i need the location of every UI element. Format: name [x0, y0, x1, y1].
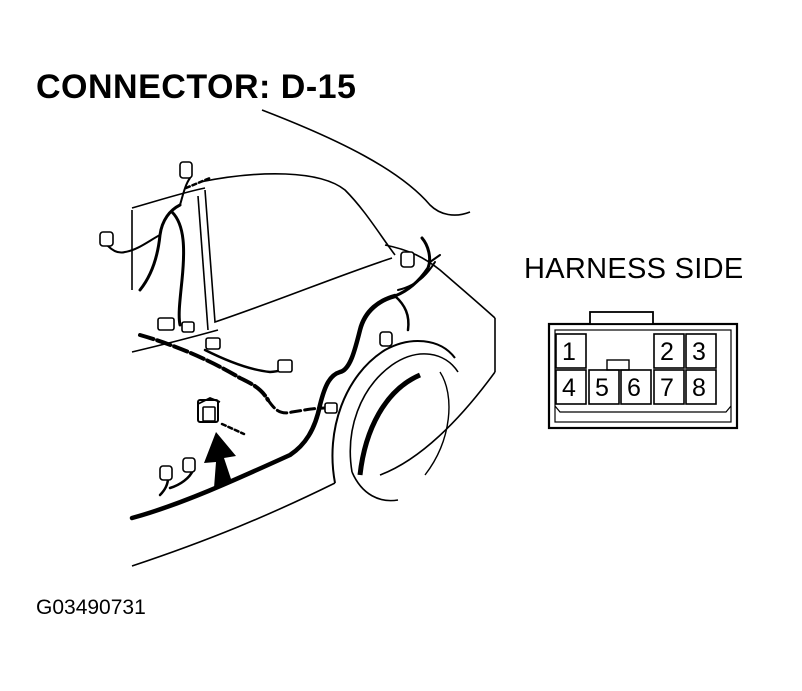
pin-label-2: 2 — [660, 338, 674, 366]
connector-sill-4 — [277, 359, 293, 373]
pin-cavity-2 — [653, 333, 685, 369]
connector-latch — [589, 311, 654, 325]
pin-label-5: 5 — [595, 374, 609, 402]
connector-b-pillar-top — [179, 161, 193, 179]
pin-label-6: 6 — [627, 374, 641, 402]
connector-title: CONNECTOR: D-15 — [36, 68, 357, 106]
pin-cavity-1 — [555, 333, 587, 369]
pin-cavity-7 — [653, 369, 685, 405]
pin-cavity-5 — [588, 369, 620, 405]
connector-pillar-lower — [379, 331, 393, 347]
pin-label-3: 3 — [692, 338, 706, 366]
rear-wheel — [331, 340, 459, 502]
pin-cavity-8 — [685, 369, 717, 405]
connector-pillar-top — [400, 251, 415, 268]
connector-sill-2 — [181, 321, 195, 333]
harness-connectors — [99, 161, 415, 481]
pin-cavity-6 — [620, 369, 652, 405]
connector-door-left — [99, 231, 114, 247]
harness-side-label: HARNESS SIDE — [524, 253, 744, 285]
connector-floor-right — [324, 402, 338, 414]
pin-cavity-3 — [685, 333, 717, 369]
pin-label-1: 1 — [562, 338, 576, 366]
pin-label-8: 8 — [692, 374, 706, 402]
pin-label-7: 7 — [660, 374, 674, 402]
pin-labels: 1 2 3 4 5 6 7 8 — [562, 338, 706, 402]
pin-cavity-4 — [555, 369, 587, 405]
connector-d15-location — [197, 397, 221, 423]
connector-floor-1 — [159, 465, 173, 481]
connector-floor-2 — [182, 457, 196, 473]
locator-arrow-icon — [204, 432, 236, 488]
figure-code: G03490731 — [36, 596, 146, 619]
vehicle-body-outline — [131, 109, 496, 567]
connector-sill-3 — [205, 337, 221, 350]
pin-label-4: 4 — [562, 374, 576, 402]
connector-sill-1 — [157, 317, 175, 331]
connector-key-notch — [606, 359, 630, 371]
connector-face — [547, 311, 739, 430]
